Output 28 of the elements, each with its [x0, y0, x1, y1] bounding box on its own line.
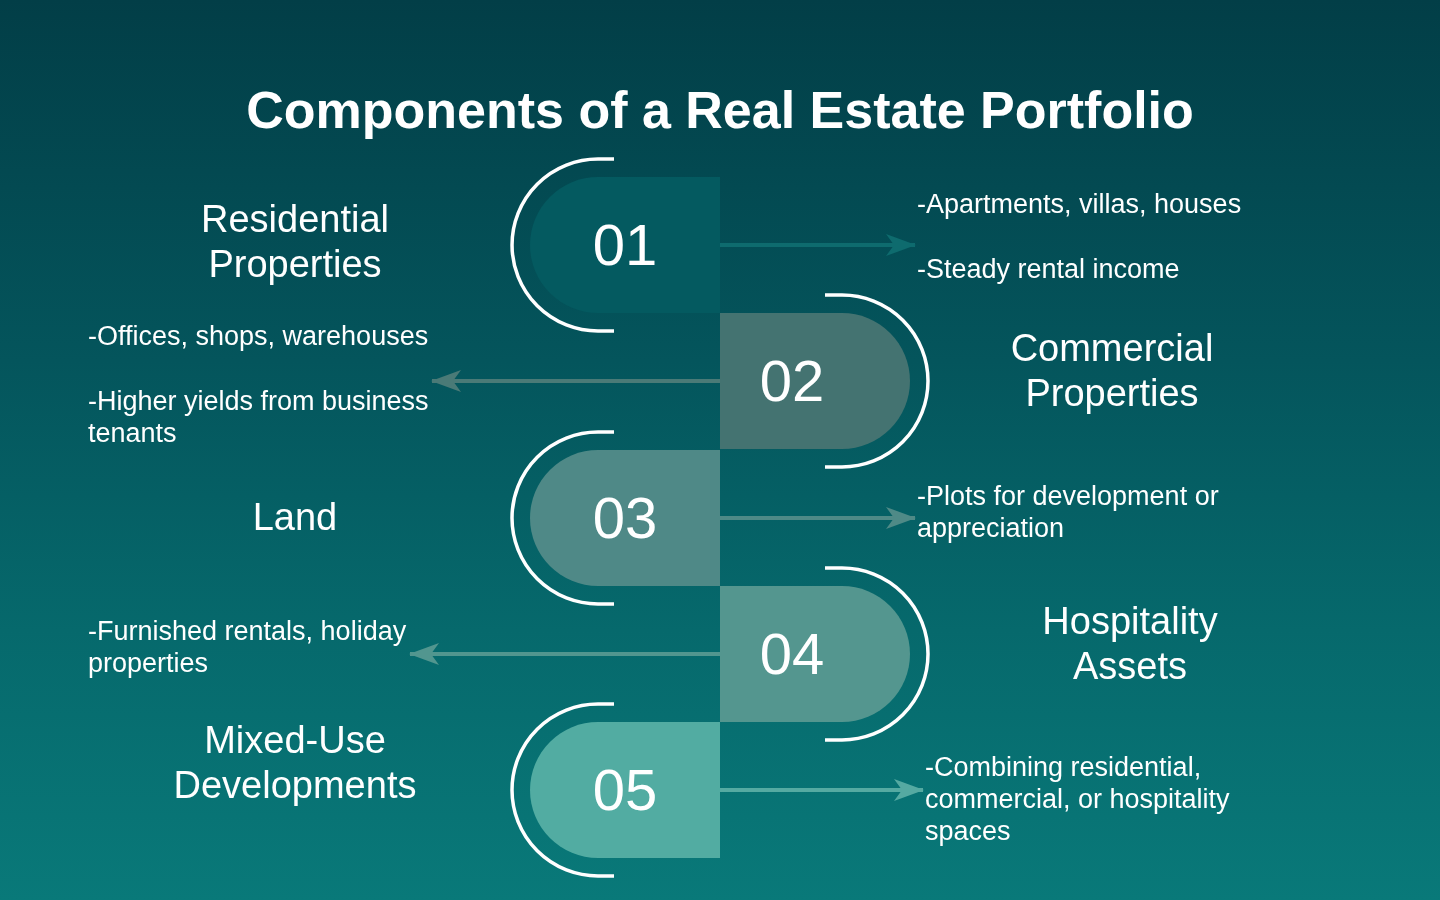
arrow: [431, 370, 720, 392]
category-heading: Mixed-Use Developments: [173, 718, 417, 808]
category-heading: Land: [252, 495, 338, 540]
step-number: 02: [759, 352, 825, 410]
pill-shape: [530, 722, 720, 858]
bullet-text: -Offices, shops, warehouses: [88, 320, 430, 352]
step-number: 01: [592, 216, 658, 274]
bullet-text: -Steady rental income: [917, 253, 1181, 285]
pill-shape: [530, 450, 720, 586]
pill-shape: [720, 313, 910, 449]
category-heading: Residential Properties: [200, 197, 390, 287]
title-text: Components of a Real Estate Portfolio: [246, 80, 1194, 140]
step-number: 04: [759, 625, 825, 683]
category-heading: Commercial Properties: [1010, 326, 1214, 416]
pill-shape: [530, 177, 720, 313]
arrow: [720, 234, 916, 256]
bullet-text: -Combining residential, commercial, or hospitality spaces: [925, 751, 1231, 847]
bullet-text: -Furnished rentals, holiday properties: [88, 615, 408, 679]
category-heading: Hospitality Assets: [1041, 599, 1219, 689]
arrow: [409, 643, 720, 665]
arrow: [720, 507, 916, 529]
bullet-text: -Higher yields from business tenants: [88, 385, 430, 449]
bullet-text: -Apartments, villas, houses: [917, 188, 1243, 220]
step-number: 05: [592, 761, 658, 819]
pill-shape: [720, 586, 910, 722]
step-number: 03: [592, 489, 658, 547]
arrow: [720, 779, 924, 801]
bullet-text: -Plots for development or appreciation: [917, 480, 1220, 544]
